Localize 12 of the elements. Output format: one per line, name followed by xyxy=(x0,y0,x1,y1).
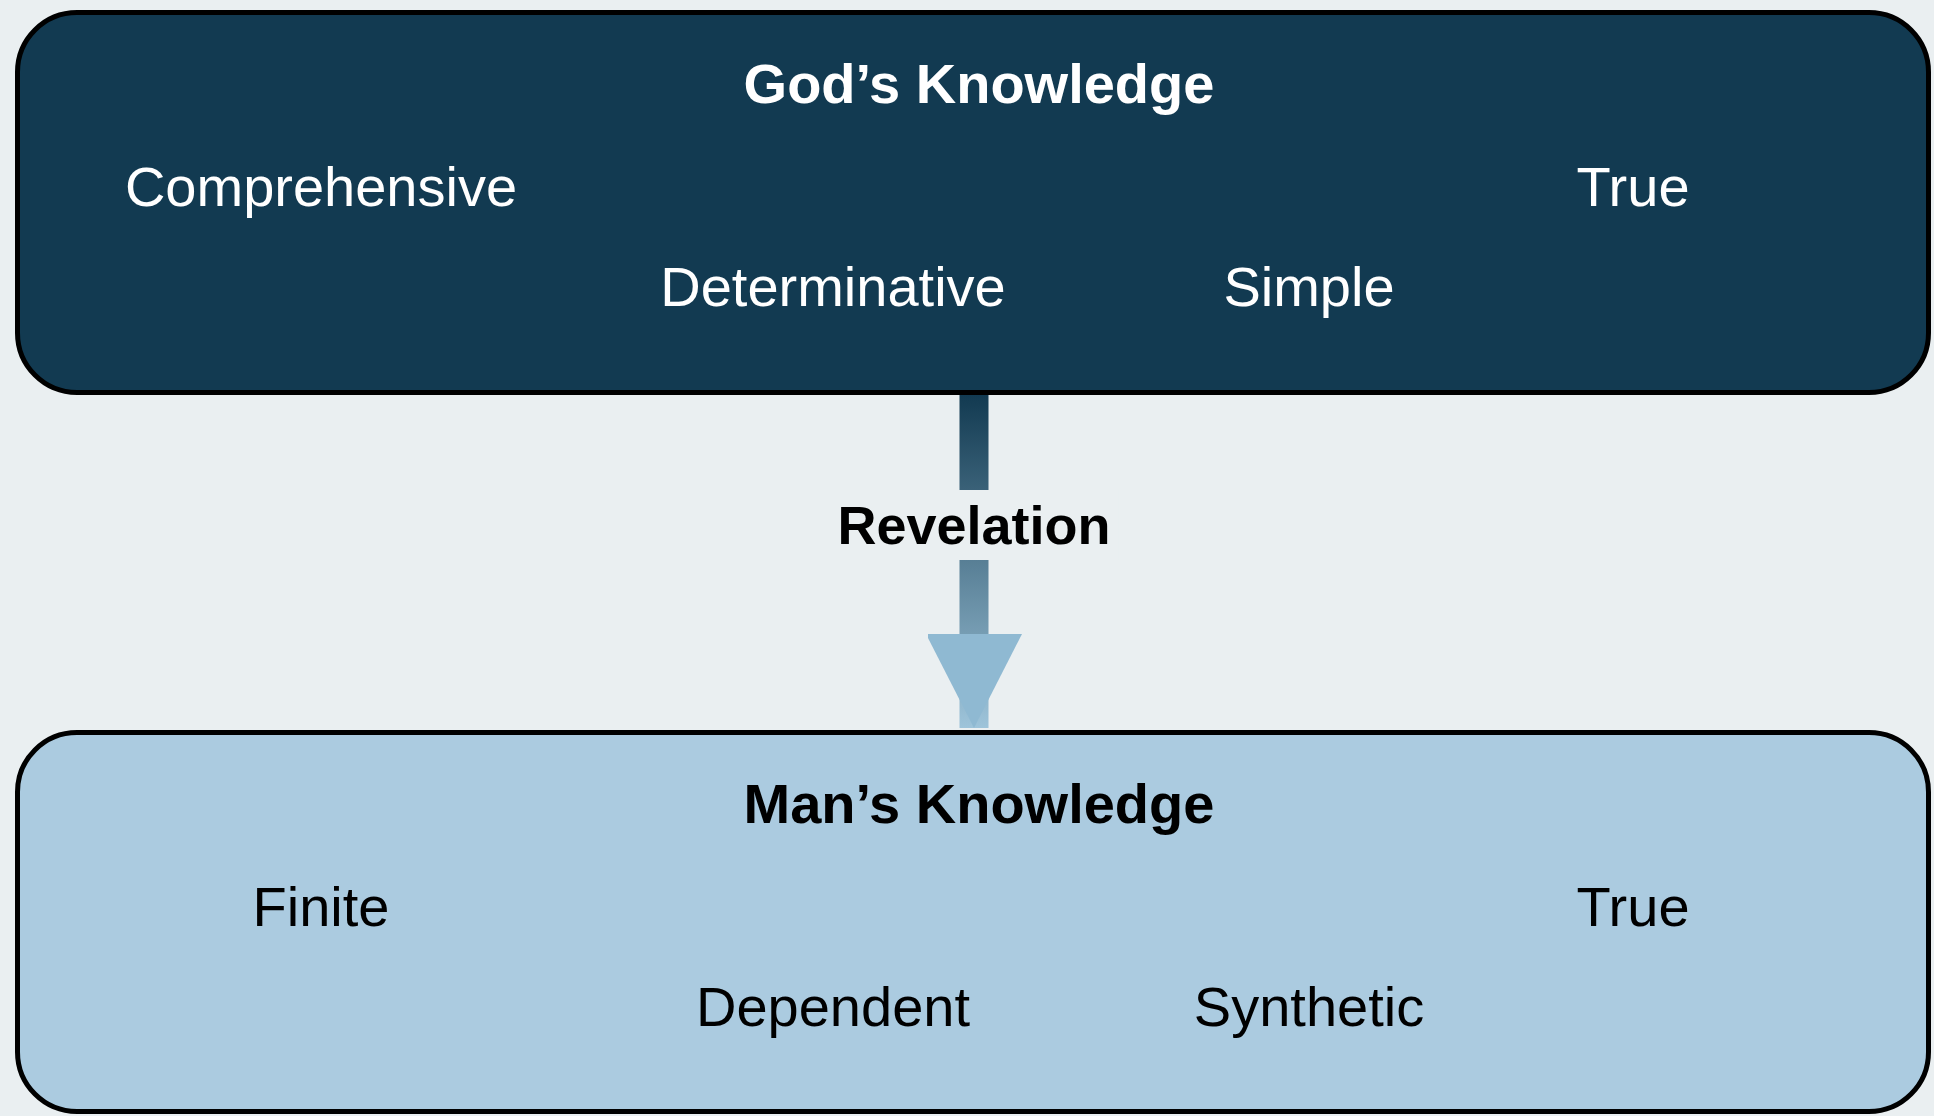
attribute-label: Synthetic xyxy=(1193,973,1425,1039)
knowledge-box xyxy=(15,10,1931,395)
attribute-label: True xyxy=(1576,873,1690,939)
attribute-label: True xyxy=(1576,153,1690,219)
attribute-label: Determinative xyxy=(660,253,1006,319)
box-heading: God’s Knowledge xyxy=(743,50,1215,116)
box-heading: Man’s Knowledge xyxy=(743,770,1215,836)
knowledge-box xyxy=(15,730,1931,1114)
attribute-label: Dependent xyxy=(696,973,970,1039)
attribute-label: Simple xyxy=(1223,253,1395,319)
attribute-label: Finite xyxy=(252,873,390,939)
attribute-label: Comprehensive xyxy=(124,153,518,219)
